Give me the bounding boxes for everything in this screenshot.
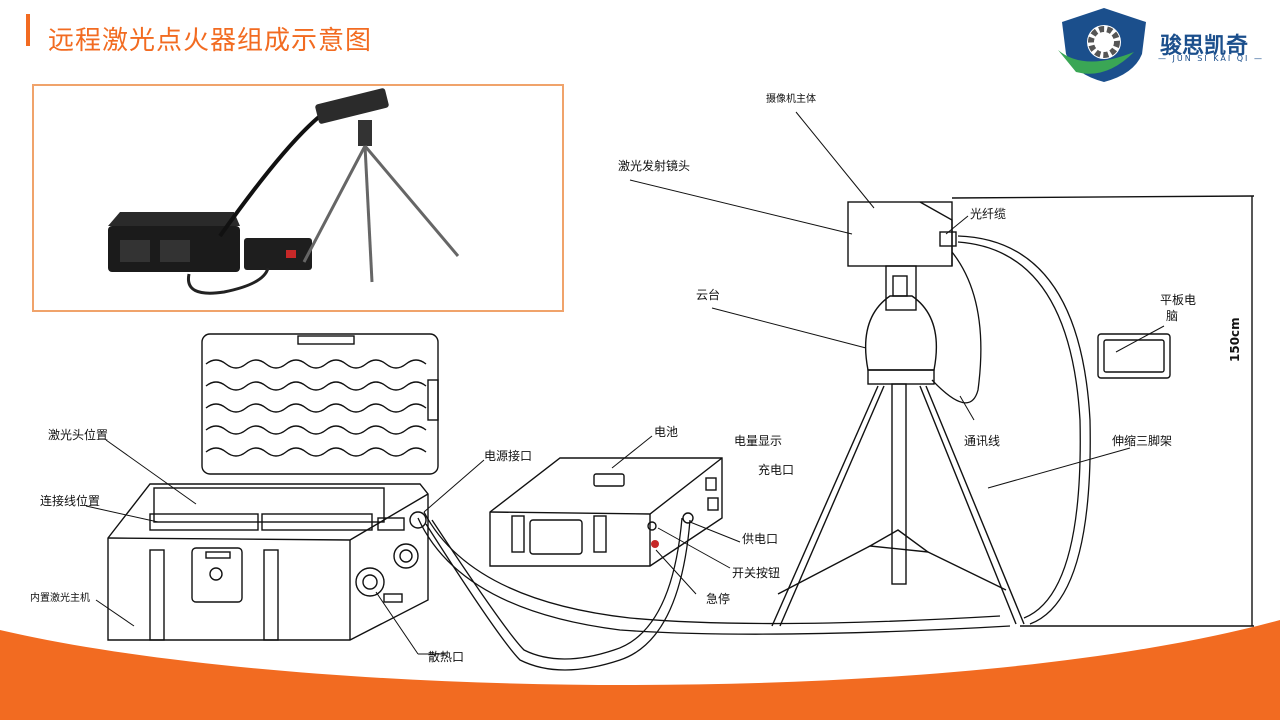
leader-lines	[85, 111, 1165, 655]
label-height: 150cm	[1228, 317, 1242, 362]
label-tripod: 伸缩三脚架	[1112, 434, 1173, 448]
logo-name: 骏思凯奇	[1160, 34, 1249, 59]
label-fiber-cable: 光纤缆	[970, 207, 1007, 221]
label-switch-button: 开关按钮	[732, 566, 781, 580]
laser-host-case	[107, 333, 439, 641]
label-emergency-stop: 急停	[706, 592, 731, 606]
product-photo	[32, 84, 564, 312]
title-accent-bar	[26, 14, 30, 46]
label-cable-position: 连接线位置	[40, 494, 101, 508]
logo-emblem-icon	[1058, 8, 1146, 82]
page-title: 远程激光点火器组成示意图	[48, 26, 373, 56]
label-tablet-line1: 平板电	[1160, 293, 1197, 307]
label-tablet-line2: 脑	[1166, 309, 1179, 323]
battery-case	[489, 457, 723, 567]
label-power-port: 电源接口	[484, 449, 533, 463]
orange-footer-wave	[0, 620, 1280, 720]
label-supply-port: 供电口	[742, 532, 779, 546]
company-logo: 骏思凯奇 — JUN SI KAI QI —	[1054, 6, 1274, 82]
label-power-display: 电量显示	[734, 434, 783, 448]
emergency-stop-icon	[651, 540, 659, 548]
label-gimbal: 云台	[696, 288, 721, 302]
tripod-assembly	[771, 195, 1255, 627]
label-charge-port: 充电口	[758, 463, 795, 477]
product-photo-icon	[108, 88, 460, 295]
label-laser-lens: 激光发射镜头	[618, 159, 691, 173]
label-camera-body: 摄像机主体	[766, 94, 816, 105]
label-laser-host: 内置激光主机	[30, 593, 90, 604]
logo-subtitle: — JUN SI KAI QI —	[1158, 54, 1264, 63]
label-vent: 散热口	[428, 650, 465, 664]
label-battery: 电池	[654, 425, 679, 439]
cables	[417, 235, 1091, 671]
label-comm-cable: 通讯线	[964, 434, 1001, 448]
label-laser-head-position: 激光头位置	[48, 428, 109, 442]
